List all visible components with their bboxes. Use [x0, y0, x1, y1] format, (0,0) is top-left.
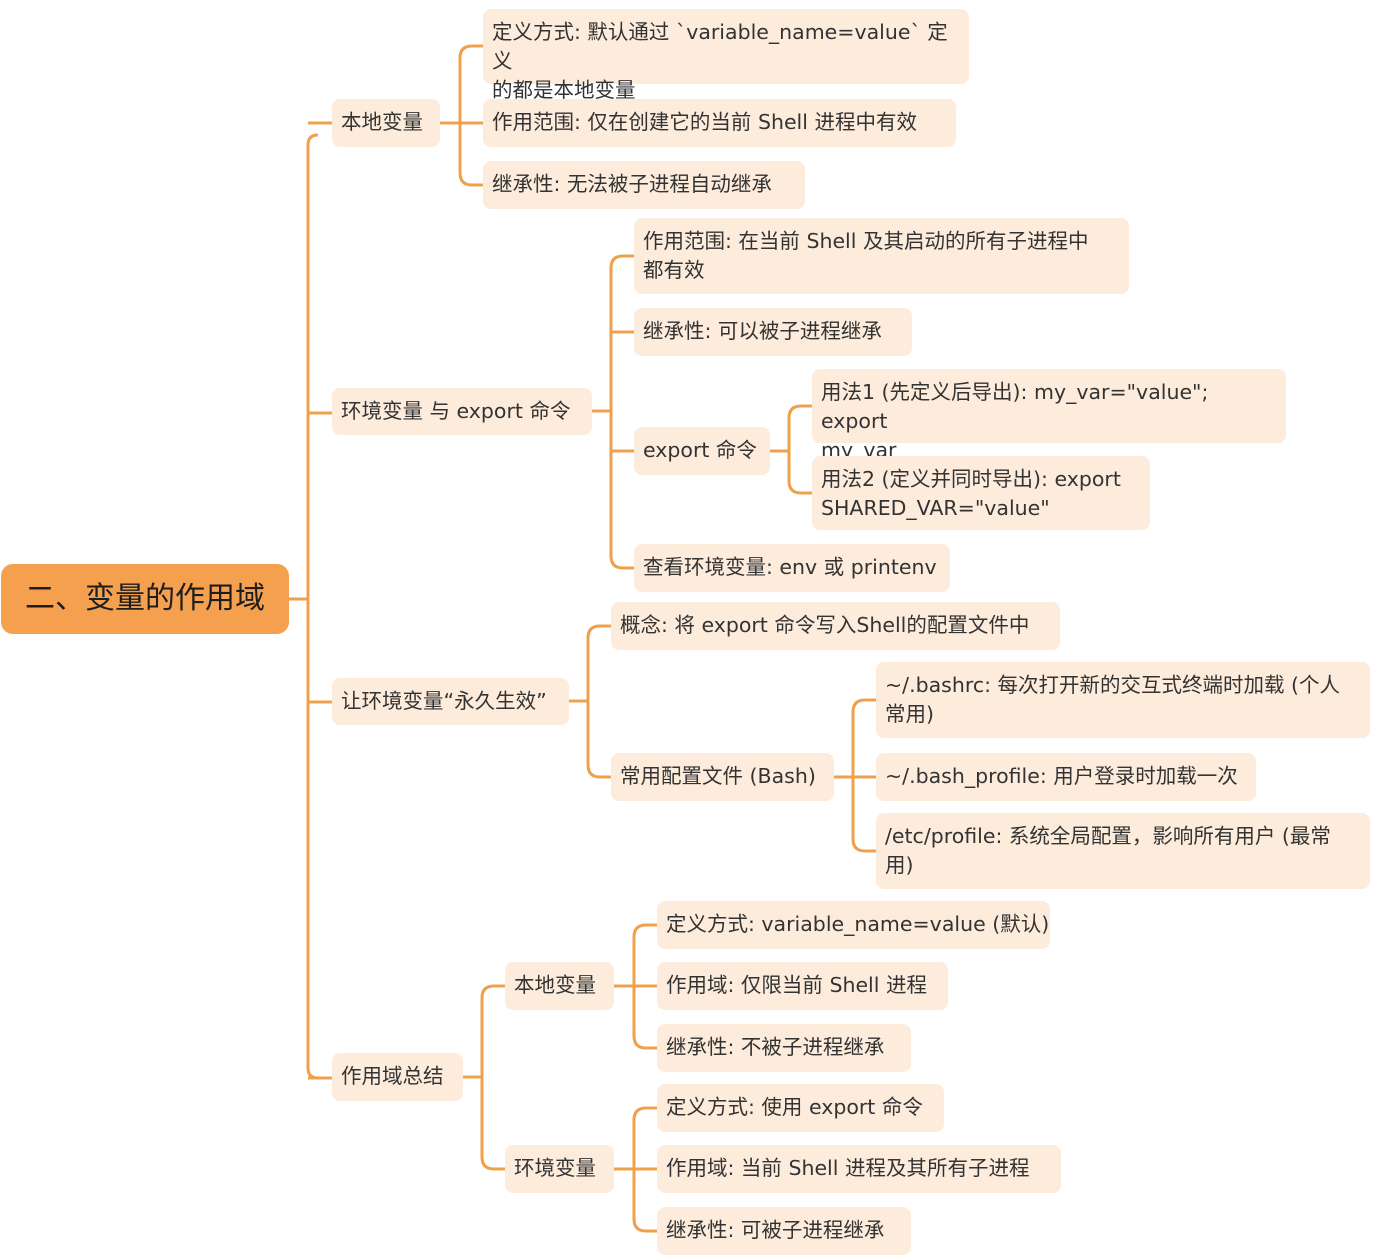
topic-label: 作用域总结 [341, 1064, 444, 1088]
summary-local-label: 本地变量 [514, 973, 596, 997]
summary-local-scope-label: 作用域: 仅限当前 Shell 进程 [666, 973, 927, 997]
file-bashrc-line2: 常用) [885, 702, 934, 726]
env-inherit-label: 继承性: 可以被子进程继承 [643, 319, 882, 343]
connector-export-spine [787, 404, 802, 495]
connector-env-spine [609, 254, 624, 570]
summary-env-scope-node[interactable]: 作用域: 当前 Shell 进程及其所有子进程 [657, 1145, 1061, 1193]
env-export-label: export 命令 [643, 438, 757, 462]
env-export-node[interactable]: export 命令 [634, 427, 770, 475]
topic-persist[interactable]: 让环境变量“永久生效” [332, 678, 569, 725]
export-usage2-line2: SHARED_VAR="value" [821, 496, 1050, 520]
file-profile-node[interactable]: /etc/profile: 系统全局配置，影响所有用户 (最常 用) [876, 813, 1370, 889]
topic-label: 环境变量 与 export 命令 [341, 399, 571, 423]
root-label: 二、变量的作用域 [25, 581, 265, 616]
summary-local-node[interactable]: 本地变量 [505, 962, 614, 1010]
env-inherit-node[interactable]: 继承性: 可以被子进程继承 [634, 308, 912, 356]
env-scope-node[interactable]: 作用范围: 在当前 Shell 及其启动的所有子进程中 都有效 [634, 218, 1129, 294]
local-inherit-label: 继承性: 无法被子进程自动继承 [492, 172, 772, 196]
summary-env-inherit-node[interactable]: 继承性: 可被子进程继承 [657, 1207, 911, 1255]
file-bash-profile-label: ~/.bash_profile: 用户登录时加载一次 [885, 764, 1238, 788]
file-profile-line1: /etc/profile: 系统全局配置，影响所有用户 (最常 [885, 824, 1331, 848]
summary-env-inherit-label: 继承性: 可被子进程继承 [666, 1218, 885, 1242]
topic-label: 让环境变量“永久生效” [341, 689, 547, 713]
export-usage2-node[interactable]: 用法2 (定义并同时导出): export SHARED_VAR="value" [812, 456, 1150, 530]
topic-env-variables[interactable]: 环境变量 与 export 命令 [332, 388, 592, 435]
persist-files-node[interactable]: 常用配置文件 (Bash) [611, 753, 834, 801]
summary-local-inherit-node[interactable]: 继承性: 不被子进程继承 [657, 1024, 911, 1072]
file-bashrc-node[interactable]: ~/.bashrc: 每次打开新的交互式终端时加载 (个人 常用) [876, 662, 1370, 738]
connector-summary-spine [480, 984, 495, 1171]
topic-local-variables[interactable]: 本地变量 [332, 99, 440, 147]
summary-local-scope-node[interactable]: 作用域: 仅限当前 Shell 进程 [657, 962, 948, 1010]
summary-local-inherit-label: 继承性: 不被子进程继承 [666, 1035, 885, 1059]
summary-local-define-node[interactable]: 定义方式: variable_name=value (默认) [657, 901, 1050, 949]
topic-label: 本地变量 [341, 110, 423, 134]
local-define-node[interactable]: 定义方式: 默认通过 `variable_name=value` 定义 的都是本… [483, 9, 969, 102]
file-bash-profile-node[interactable]: ~/.bash_profile: 用户登录时加载一次 [876, 753, 1256, 801]
connector-root-spine [306, 133, 319, 1080]
local-scope-node[interactable]: 作用范围: 仅在创建它的当前 Shell 进程中有效 [483, 99, 956, 147]
env-scope-line2: 都有效 [643, 258, 705, 282]
persist-concept-node[interactable]: 概念: 将 export 命令写入Shell的配置文件中 [611, 602, 1060, 650]
local-define-line1: 定义方式: 默认通过 `variable_name=value` 定义 [492, 20, 948, 73]
connector-persist-spine [586, 624, 601, 779]
summary-env-node[interactable]: 环境变量 [505, 1145, 614, 1193]
persist-files-label: 常用配置文件 (Bash) [620, 764, 816, 788]
local-scope-label: 作用范围: 仅在创建它的当前 Shell 进程中有效 [492, 110, 917, 134]
summary-env-define-label: 定义方式: 使用 export 命令 [666, 1095, 923, 1119]
summary-env-label: 环境变量 [514, 1156, 596, 1180]
topic-summary[interactable]: 作用域总结 [332, 1053, 463, 1101]
connector-local-spine [458, 44, 473, 187]
root-node[interactable]: 二、变量的作用域 [1, 564, 289, 634]
local-inherit-node[interactable]: 继承性: 无法被子进程自动继承 [483, 161, 805, 209]
file-profile-line2: 用) [885, 853, 914, 877]
env-scope-line1: 作用范围: 在当前 Shell 及其启动的所有子进程中 [643, 229, 1089, 253]
summary-local-define-label: 定义方式: variable_name=value (默认) [666, 912, 1050, 936]
summary-env-define-node[interactable]: 定义方式: 使用 export 命令 [657, 1084, 944, 1132]
env-view-label: 查看环境变量: env 或 printenv [643, 555, 937, 579]
summary-env-scope-label: 作用域: 当前 Shell 进程及其所有子进程 [666, 1156, 1030, 1180]
file-bashrc-line1: ~/.bashrc: 每次打开新的交互式终端时加载 (个人 [885, 673, 1341, 697]
env-view-node[interactable]: 查看环境变量: env 或 printenv [634, 544, 950, 592]
export-usage1-line1: 用法1 (先定义后导出): my_var="value"; export [821, 380, 1209, 433]
export-usage1-node[interactable]: 用法1 (先定义后导出): my_var="value"; export my_… [812, 369, 1286, 462]
persist-concept-label: 概念: 将 export 命令写入Shell的配置文件中 [620, 613, 1030, 637]
export-usage2-line1: 用法2 (定义并同时导出): export [821, 467, 1121, 491]
local-define-line2: 的都是本地变量 [492, 78, 636, 102]
